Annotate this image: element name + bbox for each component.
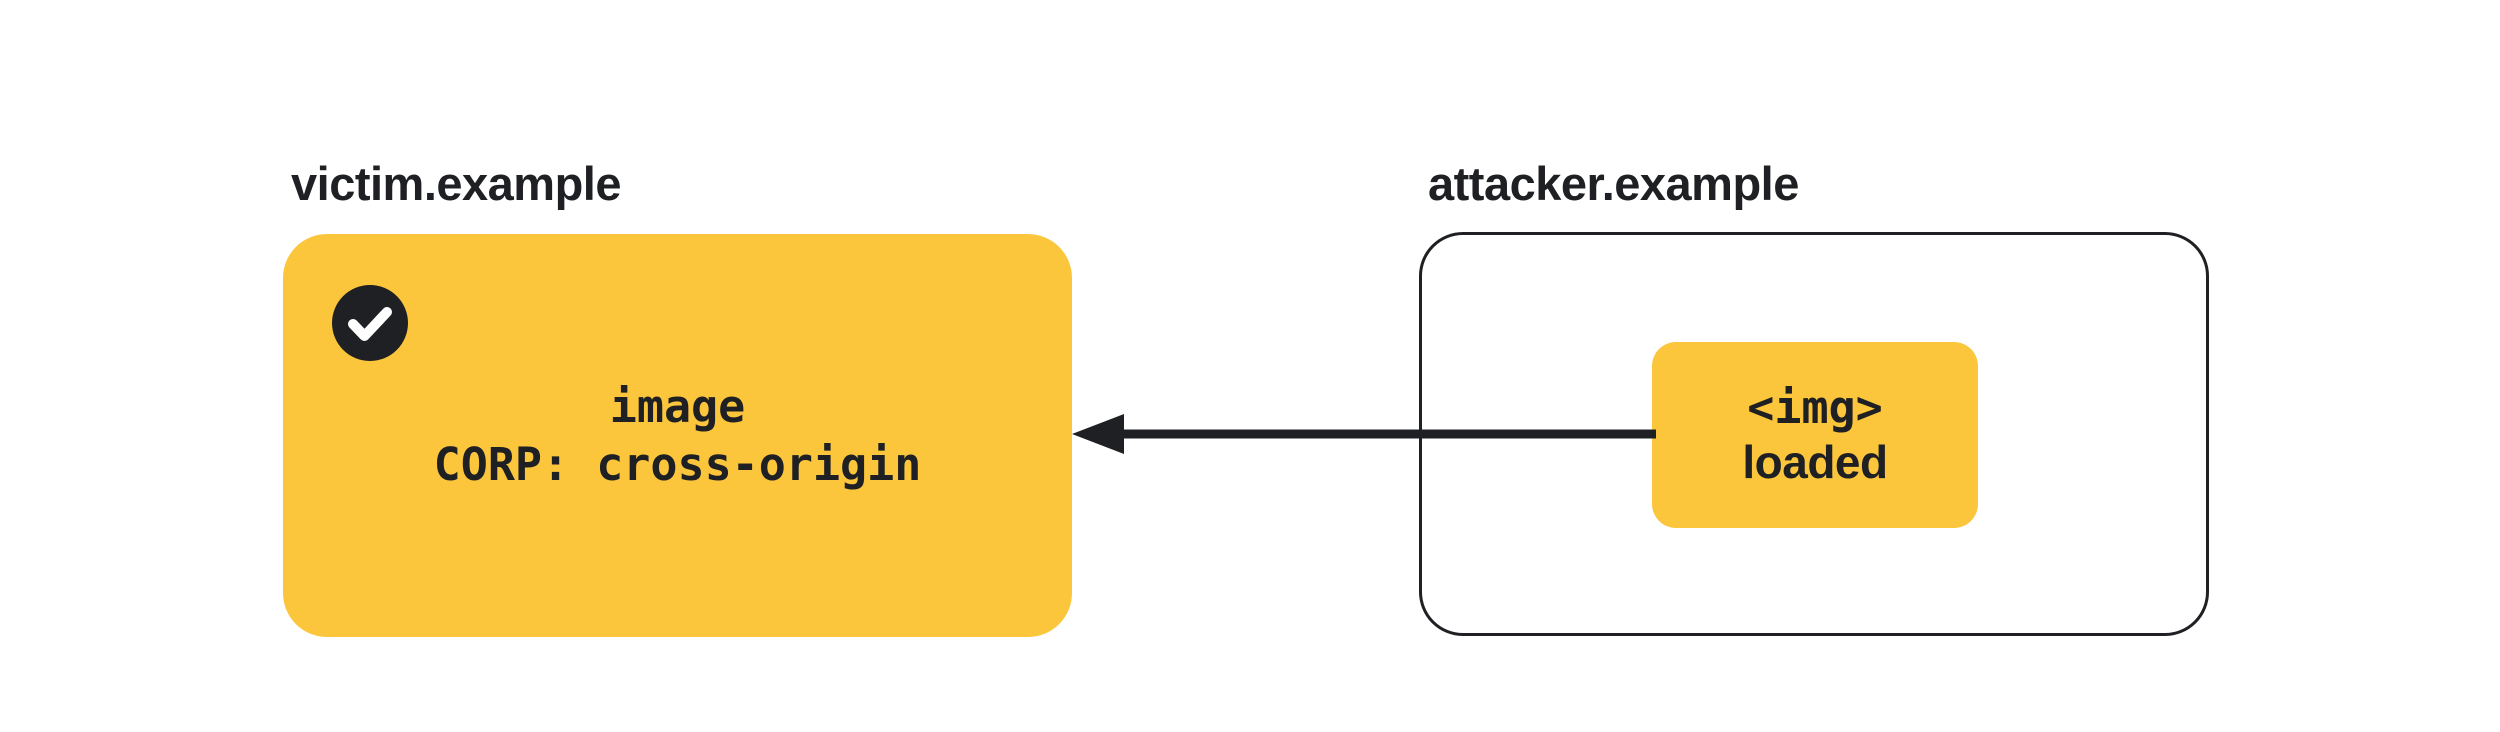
- victim-resource-type-label: image: [609, 379, 746, 433]
- img-loaded-label: loaded: [1742, 436, 1888, 488]
- img-tag-label: <img>: [1747, 381, 1883, 434]
- victim-domain-label: victim.example: [291, 157, 622, 210]
- attacker-domain-label: attacker.example: [1428, 157, 1799, 210]
- victim-corp-header-label: CORP: cross-origin: [433, 437, 922, 491]
- victim-resource-box: image CORP: cross-origin: [283, 234, 1072, 637]
- img-element-box: <img> loaded: [1652, 342, 1978, 528]
- response-arrow-icon: [1072, 414, 1656, 454]
- checkmark-icon: [332, 285, 408, 361]
